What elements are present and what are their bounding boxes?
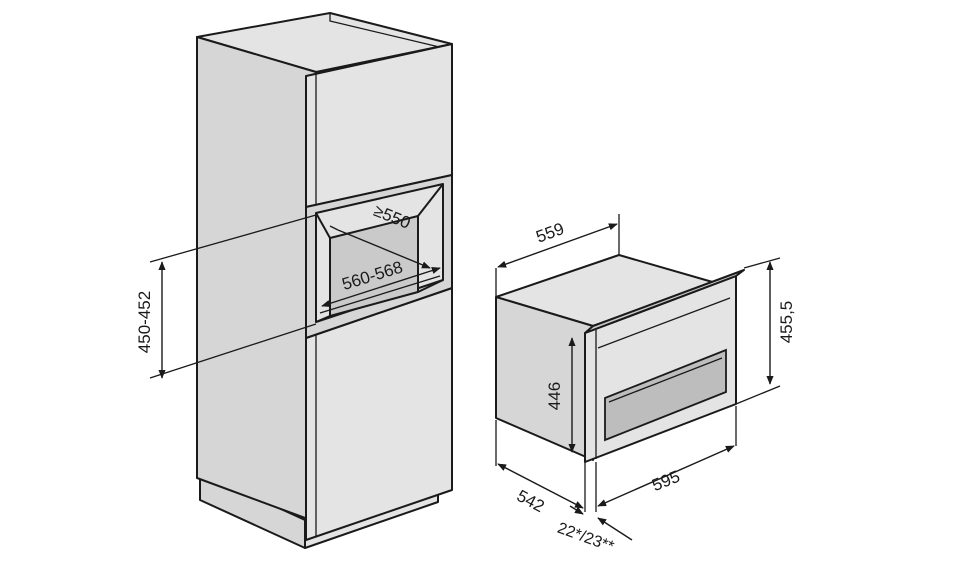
- appliance-front-height-label: 455,5: [777, 301, 796, 344]
- tall-cabinet: [196, 12, 453, 549]
- appliance-window: [604, 348, 727, 442]
- appliance-front-height-dimension: 455,5: [735, 257, 796, 405]
- appliance-depth-label: 559: [534, 219, 567, 247]
- appliance-body-height-label: 446: [545, 382, 564, 410]
- front-thickness-label: 22*/23**: [555, 520, 616, 556]
- niche-height-label: 450-452: [135, 291, 154, 353]
- appliance: [495, 254, 745, 463]
- niche-height-dimension: 450-452: [135, 214, 317, 379]
- front-thickness-dimension: 22*/23**: [555, 505, 633, 556]
- appliance-body-height-dimension: 446: [545, 337, 576, 453]
- cabinet-side-panel: [196, 36, 317, 523]
- appliance-side: [495, 296, 594, 461]
- appliance-body-width-label: 542: [514, 486, 548, 516]
